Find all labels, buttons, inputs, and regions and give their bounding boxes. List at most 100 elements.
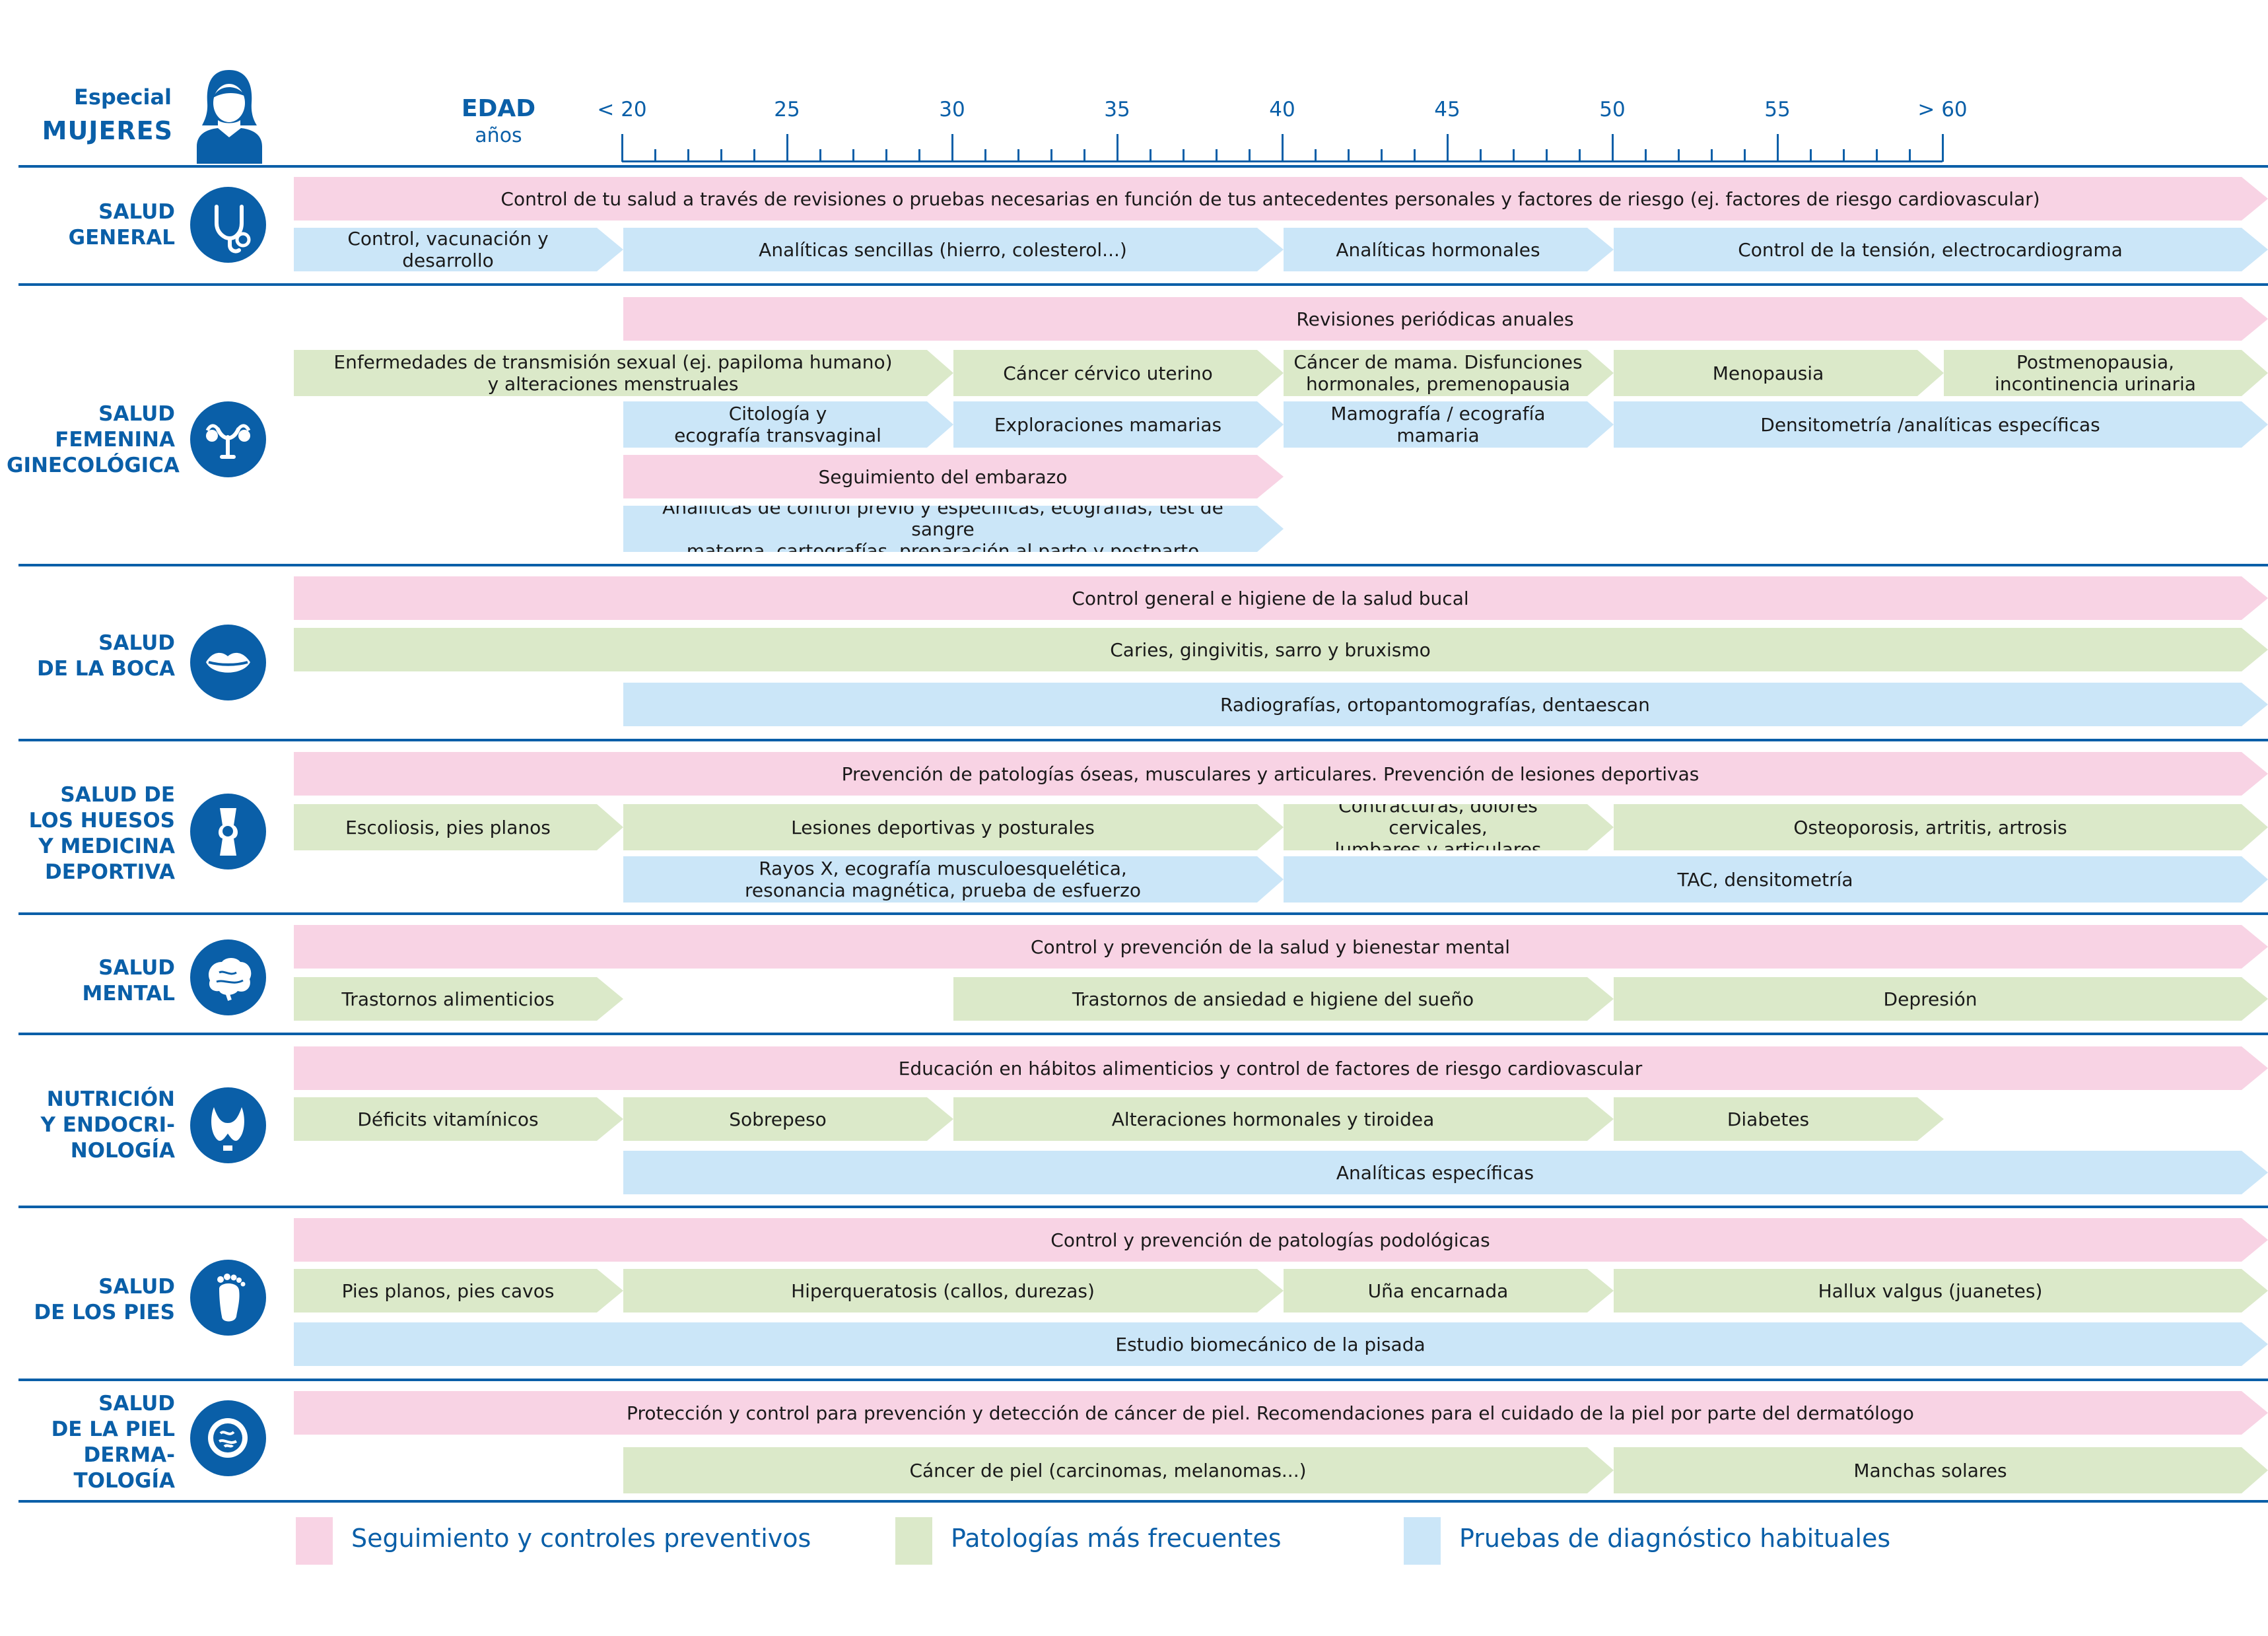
axis-tick-label: 55 [1764, 98, 1791, 121]
timeline-bar: Control y prevención de patologías podol… [294, 1218, 2268, 1262]
timeline-bar: Analíticas sencillas (hierro, colesterol… [623, 228, 1284, 271]
timeline-bar: Lesiones deportivas y posturales [623, 804, 1284, 850]
axis-minor-tick [852, 149, 854, 161]
timeline-bar: Analíticas hormonales [1284, 228, 1614, 271]
timeline-bar: Postmenopausia, incontinencia urinaria [1944, 350, 2268, 396]
header-mujeres: MUJERES [42, 116, 173, 145]
section-divider [18, 912, 2268, 915]
legend-label: Patologías más frecuentes [951, 1524, 1282, 1553]
legend-label: Seguimiento y controles preventivos [351, 1524, 811, 1553]
timeline-bar: Mamografía / ecografía mamaria [1284, 401, 1614, 448]
axis-minor-tick [687, 149, 689, 161]
axis-minor-tick [1249, 149, 1251, 161]
axis-minor-tick [1348, 149, 1350, 161]
axis-minor-tick [1216, 149, 1218, 161]
axis-minor-tick [819, 149, 821, 161]
axis-major-tick [1942, 134, 1944, 162]
brain-icon [190, 939, 266, 1015]
timeline-bar: TAC, densitometría [1284, 856, 2268, 903]
axis-minor-tick [1744, 149, 1746, 161]
timeline-bar: Menopausia [1614, 350, 1944, 396]
axis-major-tick [1612, 134, 1614, 162]
section-label-mental: SALUD MENTAL [82, 956, 175, 1005]
axis-tick-label: > 60 [1917, 98, 1968, 121]
section-divider [18, 1379, 2268, 1381]
axis-minor-tick [1579, 149, 1581, 161]
knee-joint-icon [190, 794, 266, 869]
timeline-bar: Analíticas específicas [623, 1151, 2268, 1194]
timeline-bar: Rayos X, ecografía musculoesquelética, r… [623, 856, 1284, 903]
section-divider [18, 283, 2268, 286]
timeline-bar: Trastornos de ansiedad e higiene del sue… [953, 977, 1614, 1021]
timeline-bar: Exploraciones mamarias [953, 401, 1284, 448]
timeline-bar: Protección y control para prevención y d… [294, 1391, 2268, 1435]
section-label-piel: SALUD DE LA PIEL DERMA- TOLOGÍA [51, 1392, 175, 1493]
axis-minor-tick [1050, 149, 1052, 161]
axis-minor-tick [1876, 149, 1878, 161]
timeline-bar: Estudio biomecánico de la pisada [294, 1322, 2268, 1366]
axis-minor-tick [1711, 149, 1713, 161]
timeline-bar: Osteoporosis, artritis, artrosis [1614, 804, 2268, 850]
axis-minor-tick [720, 149, 722, 161]
axis-minor-tick [1017, 149, 1019, 161]
axis-minor-tick [1810, 149, 1812, 161]
section-label-huesos: SALUD DE LOS HUESOS Y MEDICINA DEPORTIVA [28, 783, 175, 884]
timeline-bar: Escoliosis, pies planos [294, 804, 623, 850]
section-label-pies: SALUD DE LOS PIES [34, 1275, 175, 1324]
axis-subtitle-anos: años [475, 124, 522, 147]
uterus-icon [190, 401, 266, 477]
timeline-bar: Sobrepeso [623, 1097, 953, 1141]
timeline-bar: Control general e higiene de la salud bu… [294, 576, 2268, 620]
axis-tick-label: 50 [1599, 98, 1626, 121]
axis-major-tick [1447, 134, 1449, 162]
lips-icon [190, 625, 266, 700]
timeline-bar: Alteraciones hormonales y tiroidea [953, 1097, 1614, 1141]
section-divider [18, 739, 2268, 741]
stethoscope-icon [190, 187, 266, 263]
legend-label: Pruebas de diagnóstico habituales [1459, 1524, 1891, 1553]
axis-minor-tick [753, 149, 755, 161]
timeline-bar: Radiografías, ortopantomografías, dentae… [623, 683, 2268, 726]
axis-tick-label: 40 [1269, 98, 1295, 121]
timeline-bar: Diabetes [1614, 1097, 1944, 1141]
axis-minor-tick [1546, 149, 1548, 161]
timeline-bar: Pies planos, pies cavos [294, 1269, 623, 1312]
timeline-bar: Educación en hábitos alimenticios y cont… [294, 1046, 2268, 1090]
legend-swatch [296, 1517, 333, 1565]
axis-minor-tick [1480, 149, 1482, 161]
axis-minor-tick [1645, 149, 1647, 161]
axis-tick-label: 35 [1104, 98, 1130, 121]
timeline-bar: Densitometría /analíticas específicas [1614, 401, 2268, 448]
section-label-femenina: SALUD FEMENINA GINECOLÓGICA [7, 402, 180, 477]
timeline-bar: Cáncer de piel (carcinomas, melanomas...… [623, 1447, 1614, 1493]
axis-minor-tick [1678, 149, 1680, 161]
axis-major-tick [951, 134, 953, 162]
axis-minor-tick [984, 149, 986, 161]
section-divider [18, 1500, 2268, 1503]
axis-minor-tick [1083, 149, 1085, 161]
section-divider [18, 564, 2268, 566]
axis-tick-label: < 20 [597, 98, 647, 121]
timeline-bar: Trastornos alimenticios [294, 977, 623, 1021]
timeline-bar: Prevención de patologías óseas, muscular… [294, 752, 2268, 796]
timeline-bar: Citología y ecografía transvaginal [623, 401, 953, 448]
timeline-bar: Enfermedades de transmisión sexual (ej. … [294, 350, 953, 396]
axis-minor-tick [885, 149, 887, 161]
legend-swatch [1404, 1517, 1441, 1565]
timeline-bar: Hiperqueratosis (callos, durezas) [623, 1269, 1284, 1312]
timeline-bar: Revisiones periódicas anuales [623, 297, 2268, 341]
axis-minor-tick [1513, 149, 1515, 161]
section-label-boca: SALUD DE LA BOCA [37, 631, 175, 681]
axis-minor-tick [1381, 149, 1383, 161]
section-divider [18, 165, 2268, 168]
axis-title-edad: EDAD [461, 95, 536, 122]
timeline-bar: Cáncer de mama. Disfunciones hormonales,… [1284, 350, 1614, 396]
timeline-bar: Uña encarnada [1284, 1269, 1614, 1312]
header-especial: Especial [73, 85, 172, 110]
timeline-bar: Control de tu salud a través de revision… [294, 177, 2268, 221]
timeline-bar: Control, vacunación y desarrollo [294, 228, 623, 271]
skin-cell-icon [190, 1400, 266, 1476]
timeline-bar: Caries, gingivitis, sarro y bruxismo [294, 628, 2268, 671]
axis-minor-tick [1183, 149, 1185, 161]
